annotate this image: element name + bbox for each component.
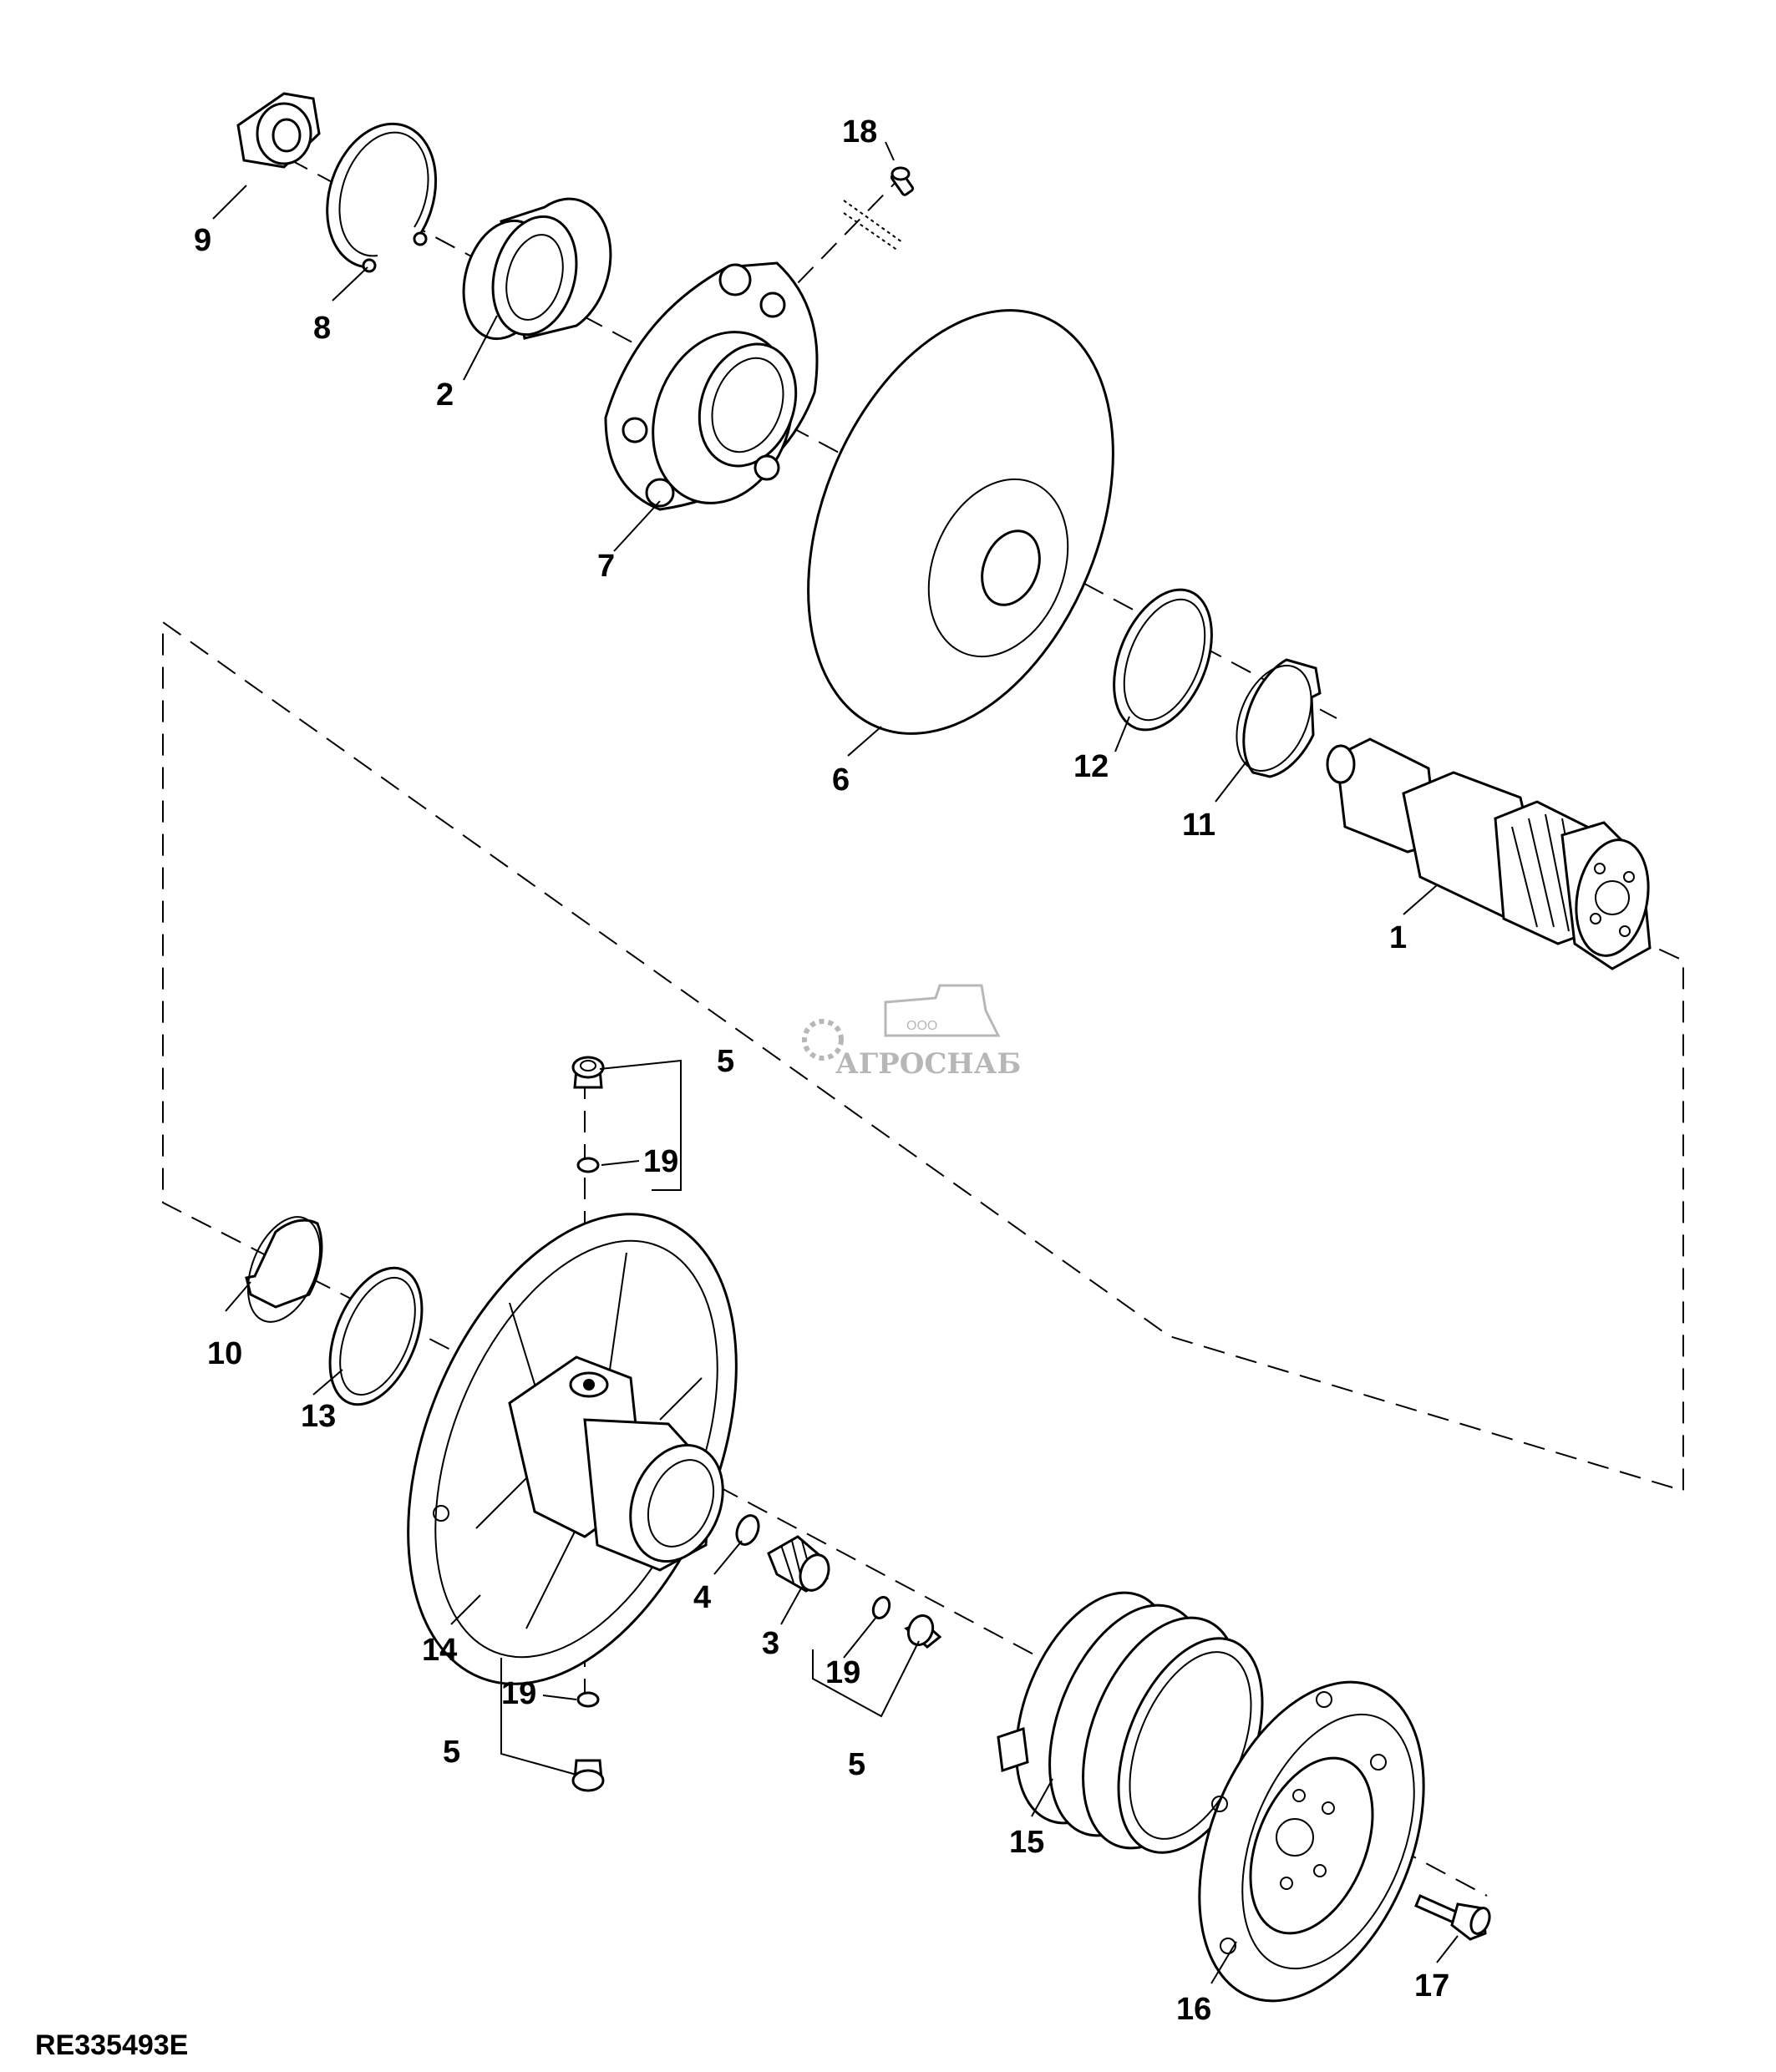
part-8-snap-ring <box>326 122 438 273</box>
callout-7: 7 <box>597 549 615 584</box>
part-19-oring-mid <box>871 1595 891 1620</box>
callout-6: 6 <box>832 762 850 798</box>
part-9-hex-nut <box>236 92 321 169</box>
part-15-spring <box>997 1591 1264 1854</box>
watermark-logo: ООО АГРОСНАБ <box>802 984 1021 1081</box>
part-3-valve <box>767 1535 830 1593</box>
callout-8: 8 <box>313 311 331 346</box>
callout-10: 10 <box>207 1336 242 1371</box>
callout-17: 17 <box>1414 1968 1449 2004</box>
callout-4: 4 <box>693 1580 711 1615</box>
watermark-brand: АГРОСНАБ <box>835 1047 1021 1081</box>
part-1-splined-shaft <box>1326 737 1652 970</box>
callout-9: 9 <box>194 223 211 258</box>
callout-16: 16 <box>1176 1992 1211 2027</box>
callout-5-bottom: 5 <box>443 1735 460 1770</box>
part-16-flange-plate <box>1198 1680 1425 2003</box>
callout-5-mid: 5 <box>848 1747 865 1782</box>
part-12-ring <box>1113 588 1213 732</box>
part-19-oring-bottom <box>576 1691 600 1708</box>
part-4-oring <box>735 1514 760 1546</box>
reference-code: RE335493E <box>35 2029 188 2061</box>
callout-5-top: 5 <box>717 1044 734 1079</box>
part-18-screw <box>843 166 915 251</box>
part-2-bearing <box>462 197 612 341</box>
part-17-bolt <box>1414 1894 1491 1941</box>
part-19-oring-top <box>576 1157 600 1173</box>
callout-19-bottom: 19 <box>501 1676 536 1711</box>
callout-13: 13 <box>301 1399 336 1434</box>
part-5-plug-bottom <box>571 1759 605 1792</box>
part-11-half-ring <box>1236 658 1322 778</box>
callout-18: 18 <box>842 114 877 149</box>
part-14-wheel-hub <box>407 1213 738 1685</box>
callout-12: 12 <box>1073 749 1109 784</box>
callout-1: 1 <box>1389 920 1407 955</box>
callout-15: 15 <box>1009 1825 1044 1860</box>
callout-14: 14 <box>422 1633 457 1668</box>
part-10-half-ring <box>245 1216 323 1323</box>
callout-3: 3 <box>762 1626 779 1661</box>
callout-labels: 9 8 2 18 7 6 12 11 1 5 19 10 13 14 4 3 1… <box>194 114 1449 2027</box>
part-6-disc <box>807 309 1114 735</box>
callout-2: 2 <box>436 377 454 413</box>
watermark-prefix: ООО <box>906 1019 937 1033</box>
part-7-bearing-housing <box>604 261 819 511</box>
callout-leaders <box>212 141 1459 1984</box>
callout-19-mid: 19 <box>825 1655 860 1690</box>
callout-19-top: 19 <box>643 1144 678 1179</box>
part-13-ring <box>328 1266 424 1406</box>
part-5-plug-mid <box>904 1614 942 1649</box>
part-5-plug-top <box>571 1056 605 1089</box>
callout-11: 11 <box>1182 808 1215 843</box>
